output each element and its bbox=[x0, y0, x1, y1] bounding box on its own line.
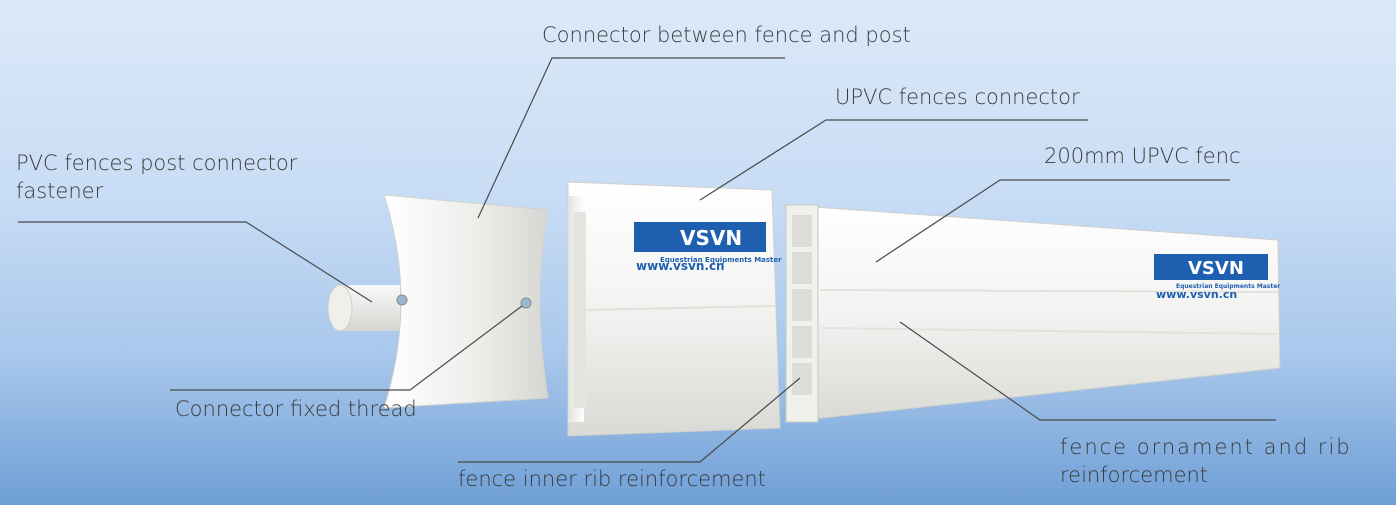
label-fence-200mm: 200mm UPVC fenc bbox=[1044, 144, 1241, 168]
label-ornament-line1: fence ornament and rib bbox=[1060, 435, 1352, 459]
post-connector-pipe bbox=[327, 284, 400, 332]
brand-tagline-connector: Equestrian Equipments Master bbox=[660, 256, 782, 264]
upvc-fence-connector bbox=[567, 181, 781, 437]
leader-inner-rib bbox=[458, 377, 801, 463]
brand-tagline-fence: Equestrian Equipments Master bbox=[1176, 283, 1280, 290]
leader-fence-200mm bbox=[875, 179, 1230, 263]
leader-post-fastener bbox=[18, 221, 373, 303]
label-upvc-connector: UPVC fences connector bbox=[835, 85, 1080, 109]
upvc-fence-panel bbox=[785, 204, 1281, 423]
leader-connector-fence-post bbox=[477, 57, 785, 219]
label-ornament-line2: reinforcement bbox=[1060, 463, 1209, 487]
leader-fixed-thread bbox=[170, 305, 523, 391]
brand-url-fence: www.vsvn.cn bbox=[1156, 288, 1237, 301]
brand-logo-connector: VSVN Equestrian Equipments Master www.vs… bbox=[634, 222, 782, 273]
label-post-fastener-line1: PVC fences post connector bbox=[16, 151, 298, 175]
leader-ornament bbox=[899, 321, 1276, 421]
brand-url-connector: www.vsvn.cn bbox=[636, 259, 725, 273]
brand-logo-fence: VSVN Equestrian Equipments Master www.vs… bbox=[1154, 254, 1280, 301]
label-post-fastener-line2: fastener bbox=[16, 179, 104, 203]
post-connector-plate bbox=[383, 194, 549, 409]
leader-upvc-connector bbox=[699, 119, 1088, 201]
label-fixed-thread: Connector fixed thread bbox=[175, 397, 417, 421]
label-inner-rib: fence inner rib reinforcement bbox=[458, 467, 766, 491]
brand-name-fence: VSVN bbox=[1188, 258, 1244, 279]
brand-name-connector: VSVN bbox=[680, 226, 742, 250]
label-connector-fence-post: Connector between fence and post bbox=[542, 23, 911, 47]
leader-lines bbox=[18, 57, 1276, 463]
